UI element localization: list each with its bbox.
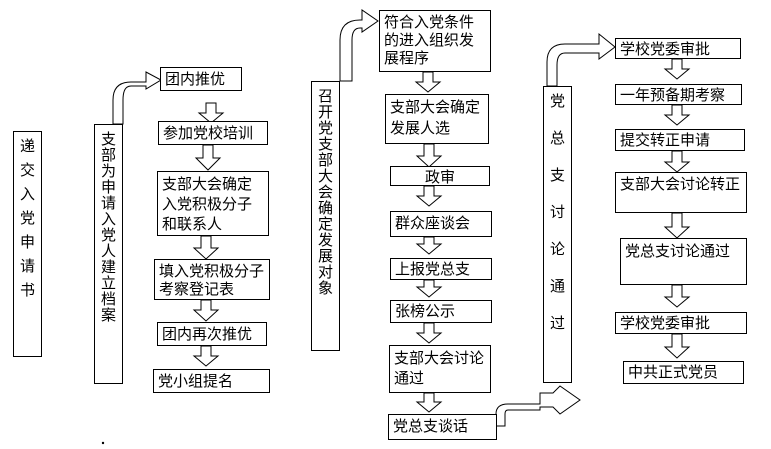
general-branch-approve-box: 党总支讨论通过	[543, 86, 572, 383]
vertical-text: 召开党支部大会确定发展对象	[316, 88, 334, 296]
down-arrow	[663, 212, 691, 239]
step-activist-confirm: 支部大会确定入党积极分子和联系人	[157, 171, 269, 236]
curved-arrow	[339, 9, 379, 82]
step-branch-approve: 支部大会讨论通过	[389, 345, 491, 393]
step-enter-procedure: 符合入党条件的进入组织发展程序	[379, 10, 491, 72]
down-arrow	[663, 104, 691, 126]
determine-candidates-box: 召开党支部大会确定发展对象	[311, 81, 340, 351]
down-arrow	[663, 284, 691, 308]
step-political-review: 政审	[390, 166, 490, 186]
step-fill-form: 填入党积极分子考察登记表	[154, 259, 270, 300]
down-arrow	[194, 144, 222, 171]
down-arrow	[414, 71, 442, 93]
down-arrow	[415, 236, 443, 255]
curved-arrow	[112, 71, 163, 125]
step-submit-regularization: 提交转正申请	[615, 129, 745, 151]
down-arrow	[415, 322, 443, 344]
step-select-candidate: 支部大会确定发展人选	[385, 94, 489, 144]
create-file-box: 支部为申请入党人建立档案	[94, 124, 123, 384]
step-group-nominate: 党小组提名	[153, 369, 270, 393]
step-public-notice: 张榜公示	[390, 300, 492, 323]
step-league-recommend-again: 团内再次推优	[157, 322, 267, 346]
step-committee-approve-final: 学校党委审批	[615, 312, 747, 334]
step-mass-forum: 群众座谈会	[390, 211, 492, 237]
step-league-recommend: 团内推优	[160, 67, 242, 91]
down-arrow	[663, 333, 691, 359]
down-arrow	[197, 102, 225, 124]
curved-arrow	[495, 385, 581, 427]
vertical-text: 递交入党申请书	[18, 138, 36, 306]
submit-application-box: 递交入党申请书	[13, 131, 42, 357]
step-branch-discuss-regularization: 支部大会讨论转正	[615, 172, 747, 213]
step-general-branch-approve: 党总支讨论通过	[620, 238, 747, 285]
down-arrow	[192, 345, 220, 367]
down-arrow	[192, 299, 220, 322]
down-arrow	[415, 143, 443, 168]
down-arrow	[415, 392, 443, 413]
step-probation: 一年预备期考察	[615, 84, 742, 105]
down-arrow	[663, 150, 691, 173]
down-arrow	[415, 279, 443, 298]
curved-arrow	[546, 32, 616, 87]
stray-dot	[101, 441, 105, 445]
step-committee-approve: 学校党委审批	[615, 38, 741, 59]
step-party-school: 参加党校培训	[158, 121, 268, 145]
down-arrow	[663, 58, 691, 80]
vertical-text: 支部为申请入党人建立档案	[99, 131, 117, 323]
step-full-member: 中共正式党员	[623, 361, 744, 384]
down-arrow	[415, 185, 443, 207]
step-general-branch-talk: 党总支谈话	[388, 414, 497, 440]
vertical-text: 党总支讨论通过	[548, 93, 566, 352]
down-arrow	[192, 235, 220, 260]
step-report-general-branch: 上报党总支	[390, 258, 492, 280]
